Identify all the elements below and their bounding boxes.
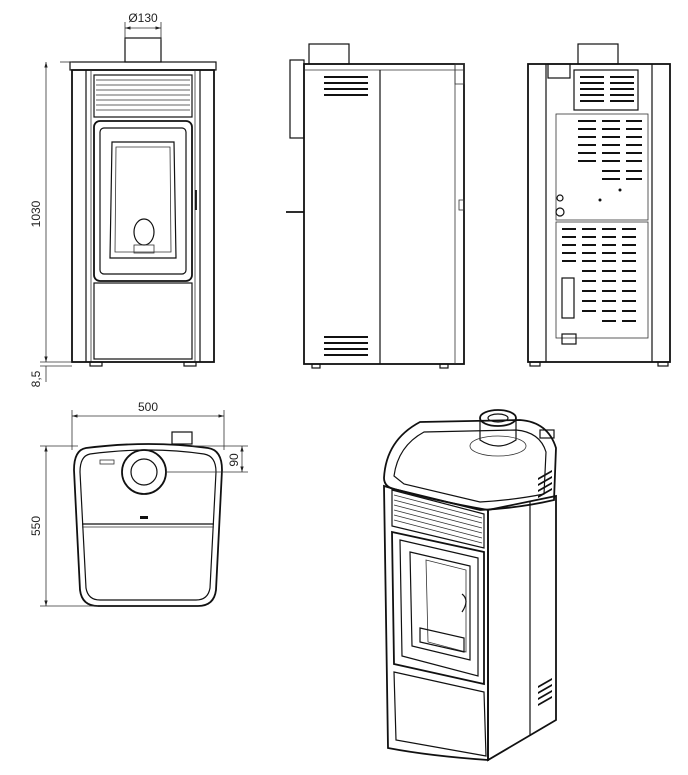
front-view bbox=[69, 37, 217, 367]
front-door bbox=[93, 120, 193, 282]
dim-foot-label: 8,5 bbox=[29, 370, 43, 387]
rear-lower-slots bbox=[562, 228, 636, 322]
rear-flue-pipe bbox=[577, 43, 619, 65]
dim-width-label: 500 bbox=[138, 400, 158, 414]
top-flue-inner bbox=[130, 458, 158, 486]
rear-upper-vent-panel bbox=[573, 69, 639, 111]
side-top-vents bbox=[324, 76, 368, 96]
iso-door bbox=[391, 530, 485, 686]
front-body bbox=[71, 69, 215, 363]
rear-lower-panel bbox=[555, 221, 649, 339]
dim-offset-label: 90 bbox=[227, 453, 241, 467]
rear-mid-slots bbox=[578, 120, 642, 180]
dim-depth-group: 550 bbox=[29, 445, 98, 607]
dim-height-label: 1030 bbox=[29, 200, 43, 227]
dim-depth-label: 550 bbox=[29, 516, 43, 536]
iso-side-face bbox=[487, 494, 557, 762]
iso-flue bbox=[479, 418, 517, 447]
front-grille bbox=[93, 74, 193, 118]
side-rear-box bbox=[289, 59, 305, 139]
front-grille-slats bbox=[96, 79, 190, 111]
iso-front-face bbox=[383, 484, 489, 761]
side-flue-pipe bbox=[308, 43, 350, 65]
iso-grille bbox=[391, 489, 485, 549]
rear-socket bbox=[561, 333, 577, 345]
top-view bbox=[73, 431, 223, 607]
front-firebox bbox=[109, 141, 177, 259]
isometric-view bbox=[383, 409, 557, 762]
side-bottom-vents bbox=[324, 336, 368, 356]
dim-flue-label: Ø130 bbox=[128, 11, 158, 25]
side-body bbox=[303, 63, 465, 365]
dim-height-group: 1030 8,5 bbox=[29, 61, 72, 387]
rear-body bbox=[527, 63, 671, 363]
iso-side-vents bbox=[538, 470, 552, 706]
iso-lower-panel bbox=[393, 671, 487, 757]
rear-upper-slots bbox=[580, 76, 634, 102]
top-flue-outer bbox=[121, 449, 167, 495]
dim-flue-group: Ø130 bbox=[124, 11, 162, 40]
rear-mid-panel bbox=[555, 113, 649, 221]
front-burn-pot bbox=[133, 218, 155, 246]
top-outline bbox=[73, 443, 223, 607]
front-lower-panel bbox=[93, 282, 193, 360]
rear-view bbox=[527, 43, 671, 367]
dim-width-group: 500 bbox=[71, 400, 225, 450]
side-view bbox=[286, 43, 465, 369]
front-flue-pipe bbox=[124, 37, 162, 63]
dim-offset-group: 90 bbox=[166, 445, 248, 473]
